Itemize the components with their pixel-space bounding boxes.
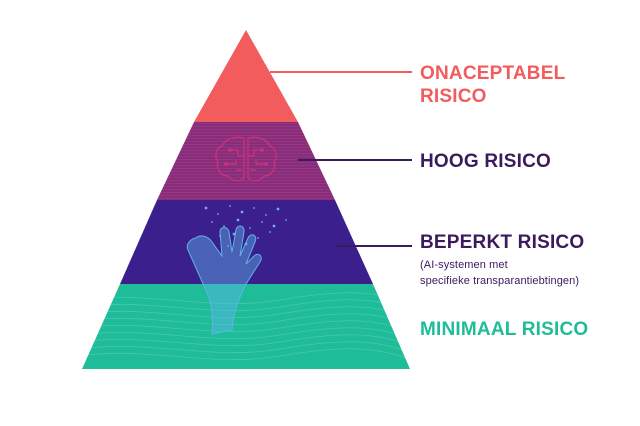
label-limited-sub-line1: (AI-systemen met [420,259,508,271]
wave-line [82,292,410,305]
sparkle-dot [249,227,251,229]
sparkle-dot [223,225,225,227]
sparkle-dot [236,218,240,222]
sparkle-dot [227,245,229,247]
label-minimal: MINIMAAL RISICO [420,319,588,340]
sparkle-dot [217,213,219,215]
tier-minimal [82,284,410,369]
sparkle-dot [257,237,259,239]
brain-icon [215,136,277,182]
wave-lines [82,292,410,361]
sparkle-dot [204,206,208,210]
tier-unacceptable [194,30,298,122]
wave-line [82,348,410,361]
label-unacceptable-line2: RISICO [420,86,487,107]
wave-line [82,313,410,326]
label-high: HOOG RISICO [420,151,551,172]
label-unacceptable-line1: ONACEPTABEL [420,63,566,84]
wave-line [82,327,410,340]
sparkle-dot [265,214,267,216]
sparkle-dot [269,231,271,233]
label-limited: BEPERKT RISICO [420,232,584,253]
wave-line [82,320,410,333]
wave-line [82,341,410,354]
label-limited-sub-line2: specifieke transparantiebtingen) [420,275,579,287]
sparkle-dot [229,205,231,207]
sparkle-dot [253,207,255,209]
hand-icon [186,225,262,335]
sparkle-dot [272,224,276,228]
wave-line [82,299,410,312]
sparkle-dot [240,210,244,214]
sparkle-dot [285,219,287,221]
sparkle-dot [276,207,280,211]
wave-line [82,306,410,319]
wave-line [82,334,410,347]
sparkle-dot [211,221,213,223]
sparkle-dot [261,221,263,223]
